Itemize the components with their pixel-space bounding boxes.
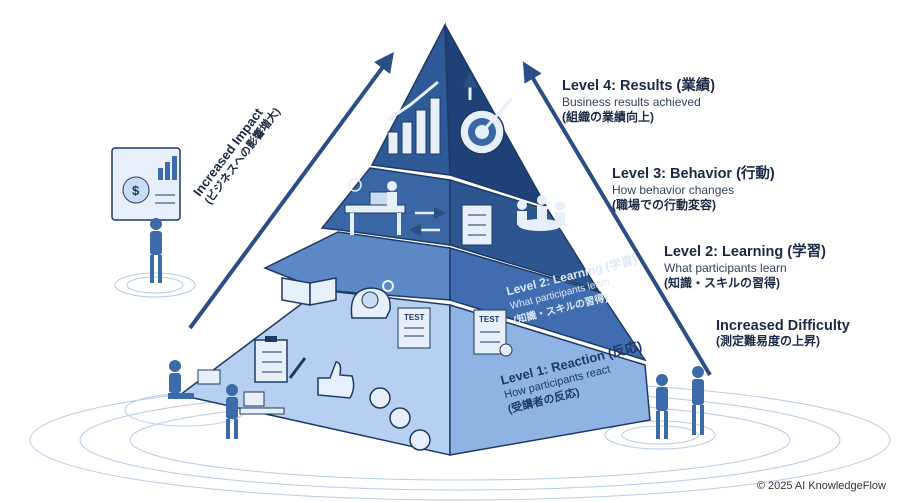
thumbs-up-icon: [317, 361, 355, 399]
open-book-icon: [281, 277, 337, 306]
level-3-desc: How behavior changes: [612, 183, 735, 197]
presenter-person-left: [150, 218, 162, 283]
brain-head-icon: [350, 280, 394, 319]
level-2-desc: What participants learn: [664, 261, 787, 275]
checklist-icon: [461, 204, 493, 246]
level-3-title: Level 3: Behavior (行動): [612, 166, 775, 182]
impact-arrow: [188, 51, 394, 330]
target-icon: [459, 72, 514, 155]
currency-symbol: $: [132, 183, 140, 198]
level-3-jp: (職場での行動変容): [612, 198, 716, 212]
laptop-workers: [168, 360, 285, 439]
level-4-title: Level 4: Results (業績): [562, 78, 716, 94]
level-4-desc: Business results achieved: [562, 95, 701, 109]
bar-chart-icon: [387, 80, 441, 155]
difficulty-title: Increased Difficulty: [716, 318, 850, 334]
transition-arrows-icon: [408, 206, 447, 237]
difficulty-jp: (測定難易度の上昇): [716, 334, 820, 348]
level-2-title: Level 2: Learning (学習): [664, 244, 826, 260]
clipboard-icon: [254, 336, 307, 383]
emotion-faces-icon: [369, 387, 431, 451]
level-2-jp: (知識・スキルの習得): [664, 276, 780, 290]
difficulty-arrow: [522, 61, 712, 377]
level-2-label: Level 2: Learning (学習) What participants…: [664, 240, 826, 291]
test-paper-icon-right: TEST: [473, 309, 513, 357]
discussing-people-right: [656, 366, 704, 439]
copyright-credit: © 2025 AI KnowledgeFlow: [756, 480, 886, 492]
team-meeting-icon: [517, 195, 565, 231]
difficulty-label: Increased Difficulty (測定難易度の上昇): [716, 318, 850, 349]
level-3-label: Level 3: Behavior (行動) How behavior chan…: [612, 162, 775, 213]
test-label: TEST: [404, 313, 425, 322]
level-4-jp: (組織の業績向上): [562, 110, 654, 124]
dashboard-screen-icon: $: [111, 147, 181, 221]
test-label-right: TEST: [479, 315, 500, 324]
level-4-label: Level 4: Results (業績) Business results a…: [562, 74, 715, 125]
test-paper-icon: TEST: [397, 307, 431, 349]
desk-worker-icon: [344, 178, 406, 235]
